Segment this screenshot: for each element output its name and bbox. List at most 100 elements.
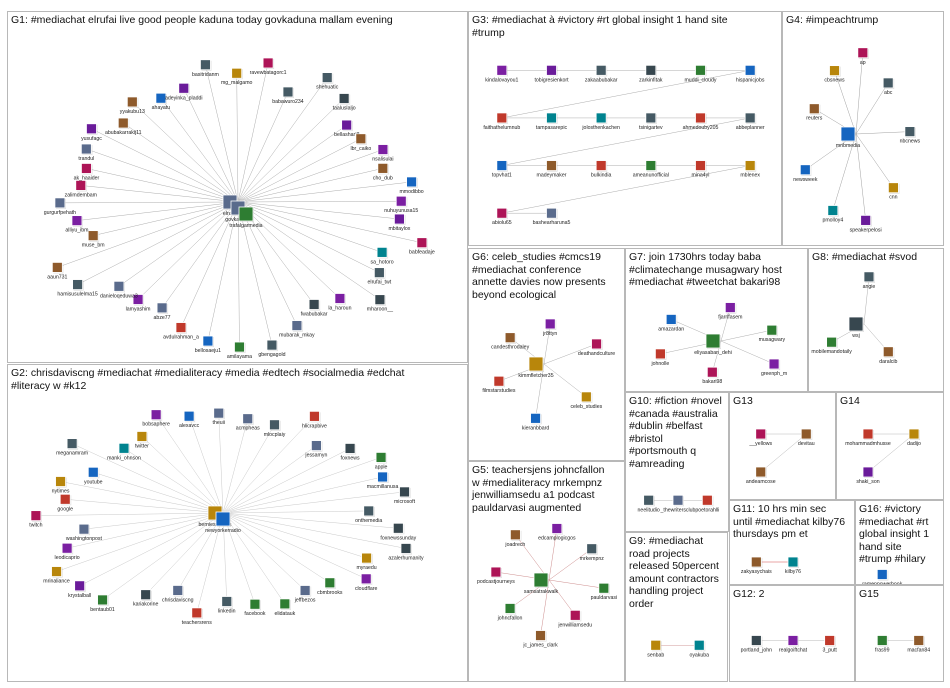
node-bentaub01[interactable]: bentaub01: [90, 595, 115, 613]
node-elidatauk[interactable]: elidatauk: [274, 599, 295, 617]
node-mharoon-[interactable]: mharoon__: [367, 295, 393, 313]
node-chrisdaviscng[interactable]: chrisdaviscng: [162, 585, 194, 603]
node-angie[interactable]: angie: [863, 272, 876, 290]
node-taaluslaljo[interactable]: taaluslaljo: [333, 94, 356, 112]
node-abiolu65[interactable]: abiolu65: [492, 208, 512, 226]
node-devitau[interactable]: devitau: [798, 429, 815, 447]
node-jeffbezos[interactable]: jeffbezos: [294, 585, 316, 603]
node-muddi-cloudy[interactable]: muddi_cloudy: [684, 65, 716, 83]
node-nuhuyunusa15[interactable]: nuhuyunusa15: [384, 196, 418, 214]
node-meganamram[interactable]: meganamram: [56, 439, 88, 457]
node-onthemedia[interactable]: onthemedia: [355, 506, 382, 524]
node-kimmfletcher35[interactable]: kimmfletcher35: [518, 357, 553, 379]
node-portland-john[interactable]: portland_john: [741, 636, 773, 654]
node--thewritersclub[interactable]: _thewritersclub: [660, 495, 696, 513]
node-andeamcose[interactable]: andeamcose: [746, 467, 776, 485]
node-daralcib[interactable]: daralcib: [879, 347, 897, 365]
node-eliyasaban-dehi[interactable]: eliyasaban_dehi: [694, 334, 732, 356]
node-tobigresienkort[interactable]: tobigresienkort: [534, 65, 569, 83]
node-fjarrlfasem[interactable]: fjarrlfasem: [718, 303, 742, 321]
node-teachersrens[interactable]: teachersrens: [182, 608, 212, 626]
node-twitter[interactable]: twitter: [135, 431, 149, 449]
node-abbeplanner[interactable]: abbeplanner: [736, 113, 765, 131]
node-foxnews[interactable]: foxnews: [341, 443, 360, 461]
node-jr8ttyn[interactable]: jr8ttyn: [542, 319, 557, 337]
node-zalimdembam[interactable]: zalimdembam: [65, 180, 97, 198]
node-filmstarstudies[interactable]: filmstarstudies: [482, 376, 516, 394]
node-mblenex[interactable]: mblenex: [740, 161, 760, 179]
node-sa-hotoro[interactable]: sa_hotoro: [371, 247, 394, 265]
node-fras99[interactable]: fras99: [875, 636, 890, 654]
node-mohammadmhusse[interactable]: mohammadmhusse: [845, 429, 891, 447]
node-macfan84[interactable]: macfan84: [907, 636, 930, 654]
node-theuii[interactable]: theuii: [213, 408, 225, 426]
node-abubakarrakij11[interactable]: abubakarrakij11: [105, 118, 142, 136]
node-la-haroun[interactable]: la_haroun: [328, 293, 351, 311]
node-tampasarepic[interactable]: tampasarepic: [536, 113, 568, 131]
node-dadijo[interactable]: dadijo: [907, 429, 921, 447]
node-podcastjourneys[interactable]: podcastjourneys: [477, 567, 515, 585]
node-mbitaylox[interactable]: mbitaylox: [388, 214, 410, 232]
node-zakyasychais[interactable]: zakyasychais: [741, 557, 772, 575]
node-hispanicjobs[interactable]: hispanicjobs: [736, 65, 765, 83]
node-facebook[interactable]: facebook: [244, 599, 265, 617]
node-acmpheas[interactable]: acmpheas: [236, 414, 260, 432]
node-3-putt[interactable]: 3_putt: [822, 636, 837, 654]
node--yellows[interactable]: __yellows: [748, 429, 772, 447]
node-nbcnews[interactable]: nbcnews: [900, 127, 921, 145]
node-amilayama[interactable]: amilayama: [227, 342, 252, 360]
node-bobsaphere[interactable]: bobsaphere: [142, 410, 170, 428]
node-kilby76[interactable]: kilby76: [785, 557, 801, 575]
node-johnolle[interactable]: johnolle: [650, 349, 669, 367]
node-google[interactable]: google: [57, 494, 73, 512]
node-wsj[interactable]: wsj: [849, 317, 864, 339]
node-kindalovayou1[interactable]: kindalovayou1: [485, 65, 518, 83]
node-edcamplogicgos[interactable]: edcamplogicgos: [538, 524, 576, 542]
node-cnn[interactable]: cnn: [888, 183, 899, 201]
node-mobilemandotaily[interactable]: mobilemandotaily: [811, 337, 852, 355]
node-washingtonpost[interactable]: washingtonpost: [66, 524, 103, 542]
node-pauldarvasi[interactable]: pauldarvasi: [591, 583, 618, 601]
node-adeyinka-pladdi[interactable]: adeyinka_pladdi: [165, 83, 203, 101]
node-nsalisulai[interactable]: nsalisulai: [372, 145, 393, 163]
node-shehuatic[interactable]: shehuatic: [316, 73, 339, 91]
node-nytimes[interactable]: nytimes: [52, 477, 70, 495]
node-elrufai-twt[interactable]: elrufai_twt: [368, 268, 392, 286]
node-avdulrahman-a[interactable]: avdulrahman_a: [163, 323, 199, 341]
node-foxnewssunday[interactable]: foxnewssunday: [380, 523, 416, 541]
node-neelitudio[interactable]: neelitudio: [638, 495, 660, 513]
node-bulkindia[interactable]: bulkindia: [591, 161, 612, 179]
node-alexavcc[interactable]: alexavcc: [179, 411, 200, 429]
node-mubarak-mkay[interactable]: mubarak_mkay: [279, 321, 315, 339]
node-senbab[interactable]: senbab: [647, 640, 664, 658]
node-ravewbatagorc1[interactable]: ravewbatagorc1: [250, 58, 287, 76]
node-jenwilliamsedu[interactable]: jenwilliamsedu: [557, 610, 592, 628]
node-yyakubu13[interactable]: yyakubu13: [120, 97, 145, 115]
node-greenph-m[interactable]: greenph_m: [761, 359, 787, 377]
node-candesthrodaley[interactable]: candesthrodaley: [491, 333, 529, 351]
node-leodicaprio[interactable]: leodicaprio: [55, 543, 80, 561]
node-musagwary[interactable]: musagwary: [759, 325, 786, 343]
node-kariakorine[interactable]: kariakorine: [133, 590, 158, 608]
node-babfeadaje[interactable]: babfeadaje: [409, 238, 435, 256]
node-trandul[interactable]: trandul: [78, 144, 94, 162]
node-fwabubakar[interactable]: fwabubakar: [301, 299, 328, 317]
node-newsweek[interactable]: newsweek: [793, 165, 818, 183]
node-mlocplaiy[interactable]: mlocplaiy: [264, 420, 286, 438]
node-mmodibbo[interactable]: mmodibbo: [399, 177, 423, 195]
node-ramenpowerbook[interactable]: ramenpowerbook: [862, 570, 902, 586]
node-jolosthenkachen[interactable]: jolosthenkachen: [581, 113, 620, 131]
node-mrkempnz[interactable]: mrkempnz: [580, 544, 605, 562]
node-youtube[interactable]: youtube: [84, 467, 103, 485]
node-hlicrapbive[interactable]: hlicrapbive: [302, 411, 327, 429]
node-realgoiftchat[interactable]: realgoiftchat: [779, 636, 808, 654]
node-pmolloy4[interactable]: pmolloy4: [822, 205, 843, 223]
node-deathandculture[interactable]: deathandculture: [578, 339, 615, 357]
node-ahmedouby205[interactable]: ahmedouby205: [683, 113, 719, 131]
node-zakaabubakar[interactable]: zakaabubakar: [585, 65, 618, 83]
node-cbsnews[interactable]: cbsnews: [824, 66, 845, 84]
node-reuters[interactable]: reuters: [806, 104, 823, 122]
node-cho-dub[interactable]: cho_dub: [373, 163, 393, 181]
node-cbmbrooks[interactable]: cbmbrooks: [317, 578, 343, 596]
node-linkedin[interactable]: linkedin: [218, 597, 236, 615]
